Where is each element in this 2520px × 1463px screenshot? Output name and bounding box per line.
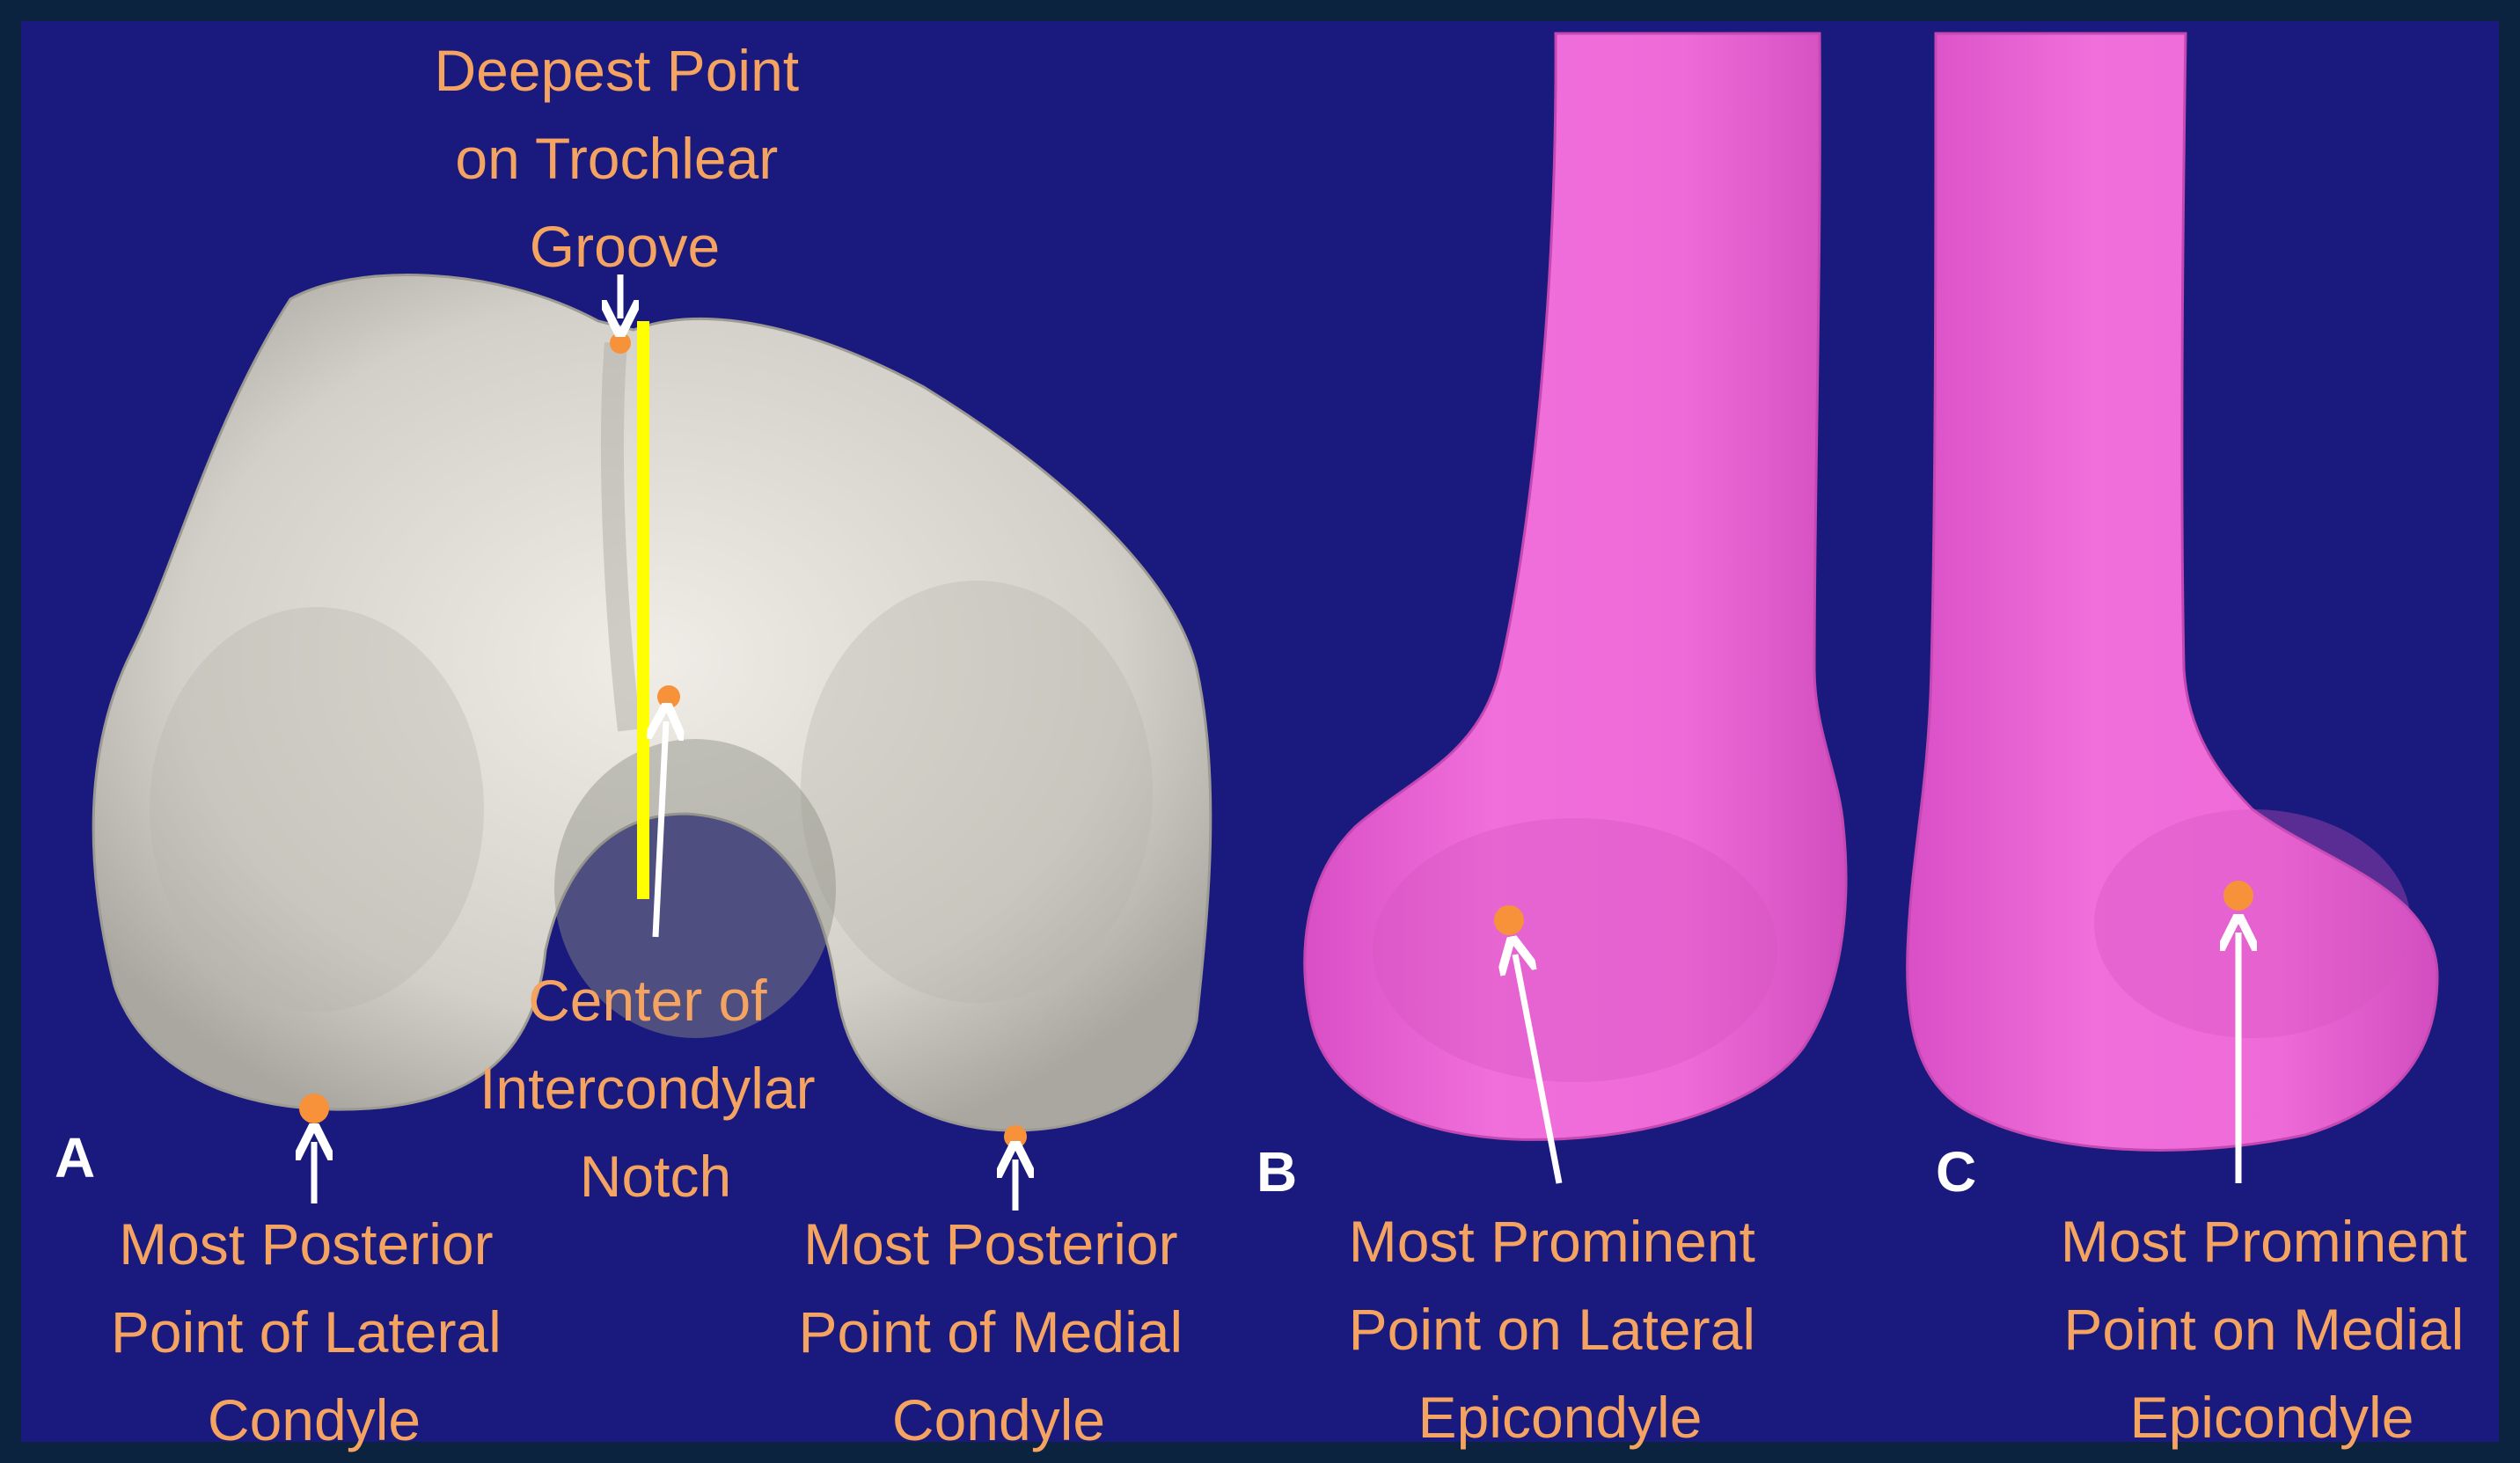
epicondyle-shade-c bbox=[2094, 809, 2411, 1038]
lateral-condyle-label-line-1: Most Posterior bbox=[119, 1211, 493, 1276]
panel-letter-a: A bbox=[55, 1126, 95, 1189]
lateral-condyle-label-line-2: Point of Lateral bbox=[111, 1299, 502, 1364]
lateral-condyle-label-line-3: Condyle bbox=[208, 1387, 421, 1452]
epicondyle-shade-b bbox=[1373, 818, 1777, 1082]
lateral-epicondyle-label-line-3: Epicondyle bbox=[1418, 1385, 1703, 1450]
notch-label-line-2: Intercondylar bbox=[480, 1056, 816, 1121]
medial-epicondyle-label-line-3: Epicondyle bbox=[2130, 1385, 2414, 1450]
medial-condyle-label-line-2: Point of Medial bbox=[799, 1299, 1183, 1364]
lateral-epicondyle-label-line-1: Most Prominent bbox=[1349, 1209, 1755, 1274]
trochlear-label-line-3: Groove bbox=[530, 214, 720, 279]
medial-epicondyle-label-line-2: Point on Medial bbox=[2063, 1297, 2464, 1362]
panel-letter-c: C bbox=[1936, 1140, 1976, 1203]
lateral-condyle-point bbox=[299, 1094, 329, 1123]
panel-letter-b: B bbox=[1256, 1140, 1297, 1203]
lateral-epicondyle-label-line-2: Point on Lateral bbox=[1349, 1297, 1755, 1362]
notch-label-line-3: Notch bbox=[580, 1144, 731, 1209]
lateral-epicondyle-point bbox=[1494, 905, 1524, 935]
medial-condyle-label-line-3: Condyle bbox=[892, 1387, 1105, 1452]
trochlear-groove-point bbox=[610, 333, 631, 354]
notch-label-line-1: Center of bbox=[528, 968, 767, 1033]
medial-condyle-point bbox=[1004, 1125, 1027, 1148]
medial-condyle-shade bbox=[801, 581, 1153, 1003]
intercondylar-notch-point bbox=[657, 685, 680, 708]
medial-epicondyle-label-line-1: Most Prominent bbox=[2061, 1209, 2467, 1274]
trochlear-label-line-2: on Trochlear bbox=[455, 126, 778, 191]
medial-epicondyle-point bbox=[2223, 881, 2253, 911]
lateral-condyle-shade bbox=[150, 607, 484, 1012]
medial-condyle-label-line-1: Most Posterior bbox=[803, 1211, 1177, 1276]
trochlear-label-line-1: Deepest Point bbox=[435, 38, 800, 103]
